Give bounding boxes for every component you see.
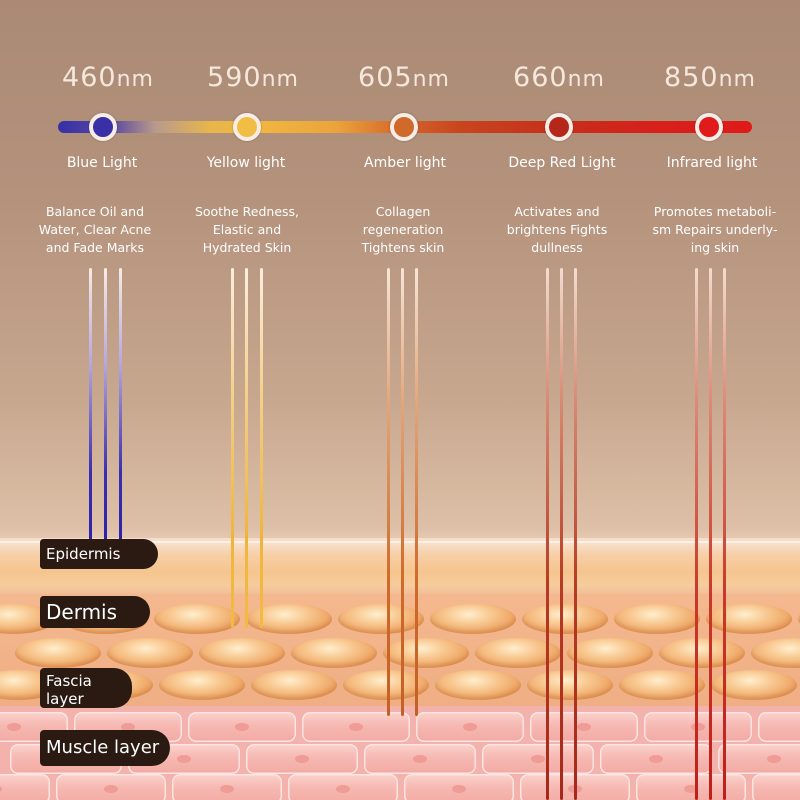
beam-blue — [104, 268, 107, 540]
muscle-fiber — [404, 774, 514, 800]
dermis-cell — [291, 638, 377, 668]
muscle-nucleus — [7, 723, 21, 731]
muscle-nucleus — [177, 755, 191, 763]
desc-yellow-light: Soothe Redness, Elastic and Hydrated Ski… — [194, 204, 300, 255]
muscle-fiber — [0, 774, 50, 800]
muscle-fiber — [188, 712, 296, 742]
muscle-nucleus — [235, 723, 249, 731]
beam-infrared — [695, 268, 698, 800]
dermis-cell — [246, 604, 332, 634]
marker-infrared — [695, 113, 723, 141]
beam-yellow — [245, 268, 248, 628]
beam-blue — [89, 268, 92, 540]
beam-deep-red — [560, 268, 563, 800]
dermis-cell — [430, 604, 516, 634]
muscle-fiber — [302, 712, 410, 742]
dermis-cell — [251, 670, 337, 700]
dermis-cell — [435, 670, 521, 700]
dermis-cell — [659, 638, 745, 668]
beam-deep-red — [574, 268, 577, 800]
desc-infrared-light: Promotes metaboli- sm Repairs underly- i… — [652, 204, 778, 255]
dermis-cell — [619, 670, 705, 700]
wavelength-850: 850nm — [664, 62, 756, 93]
beam-amber — [387, 268, 390, 716]
desc-blue-light: Balance Oil and Water, Clear Acne and Fa… — [38, 204, 152, 255]
muscle-nucleus — [691, 723, 705, 731]
muscle-nucleus — [220, 785, 234, 793]
wavelength-660: 660nm — [513, 62, 605, 93]
desc-amber-light: Collagen regeneration Tightens skin — [361, 204, 445, 255]
muscle-fiber — [600, 744, 712, 774]
muscle-nucleus — [531, 755, 545, 763]
beam-deep-red — [546, 268, 549, 800]
label-infrared-light: Infrared light — [666, 155, 758, 171]
beam-yellow — [231, 268, 234, 628]
muscle-fiber — [482, 744, 594, 774]
label-yellow-light: Yellow light — [206, 155, 286, 171]
beam-amber — [415, 268, 418, 716]
beam-yellow — [260, 268, 263, 628]
muscle-nucleus — [767, 755, 781, 763]
marker-yellow — [233, 113, 261, 141]
desc-deep-red-light: Activates and brightens Fights dullness — [506, 204, 608, 255]
muscle-fiber — [246, 744, 358, 774]
muscle-fiber — [364, 744, 476, 774]
muscle-fiber — [636, 774, 746, 800]
muscle-fiber — [718, 744, 800, 774]
skin-surface-line — [0, 541, 800, 543]
marker-blue — [89, 113, 117, 141]
dermis-cell — [567, 638, 653, 668]
dermis-cell — [614, 604, 700, 634]
dermis-cell — [798, 604, 800, 634]
muscle-nucleus — [349, 723, 363, 731]
muscle-nucleus — [336, 785, 350, 793]
muscle-nucleus — [121, 723, 135, 731]
label-deep-red-light: Deep Red Light — [508, 155, 616, 171]
muscle-nucleus — [649, 755, 663, 763]
tag-muscle-layer: Muscle layer — [40, 730, 170, 766]
wavelength-460: 460nm — [62, 62, 154, 93]
label-amber-light: Amber light — [364, 155, 446, 171]
dermis-cell — [159, 670, 245, 700]
muscle-nucleus — [452, 785, 466, 793]
muscle-nucleus — [295, 755, 309, 763]
dermis-cell — [522, 604, 608, 634]
muscle-nucleus — [463, 723, 477, 731]
muscle-fiber — [56, 774, 166, 800]
tag-epidermis: Epidermis — [40, 539, 158, 569]
muscle-fiber — [172, 774, 282, 800]
dermis-cell — [343, 670, 429, 700]
dermis-cell — [15, 638, 101, 668]
tag-dermis: Dermis — [40, 596, 150, 628]
dermis-cell — [199, 638, 285, 668]
dermis-cell — [706, 604, 792, 634]
muscle-nucleus — [0, 785, 2, 793]
muscle-fiber — [288, 774, 398, 800]
muscle-nucleus — [577, 723, 591, 731]
marker-deep-red — [545, 113, 573, 141]
dermis-cell — [383, 638, 469, 668]
dermis-cell — [154, 604, 240, 634]
muscle-nucleus — [684, 785, 698, 793]
muscle-fiber — [416, 712, 524, 742]
marker-amber — [390, 113, 418, 141]
label-blue-light: Blue Light — [66, 155, 138, 171]
tag-fascia-layer: Fascia layer — [40, 668, 132, 708]
dermis-cell — [338, 604, 424, 634]
beam-infrared — [723, 268, 726, 800]
beam-infrared — [709, 268, 712, 800]
wavelength-590: 590nm — [207, 62, 299, 93]
beam-amber — [401, 268, 404, 716]
dermis-cell — [107, 638, 193, 668]
muscle-nucleus — [104, 785, 118, 793]
beam-blue — [119, 268, 122, 540]
muscle-nucleus — [413, 755, 427, 763]
muscle-fiber — [644, 712, 752, 742]
muscle-fiber — [758, 712, 800, 742]
dermis-cell — [527, 670, 613, 700]
muscle-fiber — [752, 774, 800, 800]
wavelength-605: 605nm — [358, 62, 450, 93]
